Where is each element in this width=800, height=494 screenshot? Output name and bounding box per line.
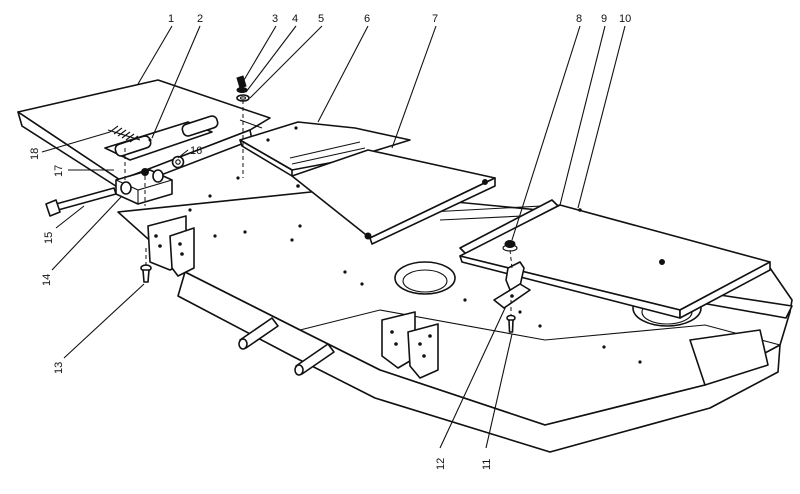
callout-18: 18	[29, 148, 41, 160]
hinge-bracket	[115, 168, 173, 205]
cover-nut	[502, 240, 518, 252]
callout-labels: 1 2 3 4 5 6 7 8 9 10 11 12 13 14 15 16 1…	[29, 13, 631, 470]
mower-deck-housing	[117, 176, 793, 453]
callout-2: 2	[197, 13, 203, 25]
callout-7: 7	[432, 13, 438, 25]
nut	[171, 155, 185, 169]
hitch-bracket-center	[381, 311, 439, 379]
callout-14: 14	[41, 274, 53, 286]
leader-lines	[41, 25, 626, 449]
callout-11: 11	[481, 459, 493, 470]
hinge-assembly	[104, 115, 219, 161]
center-deflector-plate	[291, 149, 496, 245]
small-bolt	[506, 314, 516, 333]
callout-8: 8	[576, 13, 582, 25]
callout-3: 3	[272, 13, 278, 25]
cover-screw-stack	[236, 75, 250, 102]
callout-12: 12	[435, 458, 447, 470]
long-bolt	[45, 187, 117, 217]
torsion-spring	[107, 125, 141, 143]
callout-1: 1	[168, 13, 174, 25]
callout-6: 6	[364, 13, 370, 25]
callout-10: 10	[619, 13, 631, 25]
screw	[140, 264, 152, 283]
callout-5: 5	[318, 13, 324, 25]
assembly-center-lines	[124, 100, 513, 316]
callout-17: 17	[53, 165, 65, 177]
callout-13: 13	[53, 362, 65, 374]
roller-pin-right	[294, 343, 335, 376]
hitch-bracket-left	[147, 215, 195, 277]
roller-pin-left	[238, 317, 279, 350]
callout-9: 9	[601, 13, 607, 25]
callout-15: 15	[43, 232, 55, 244]
callout-4: 4	[292, 13, 298, 25]
spring-latch	[493, 261, 531, 309]
callout-16: 16	[190, 145, 202, 157]
